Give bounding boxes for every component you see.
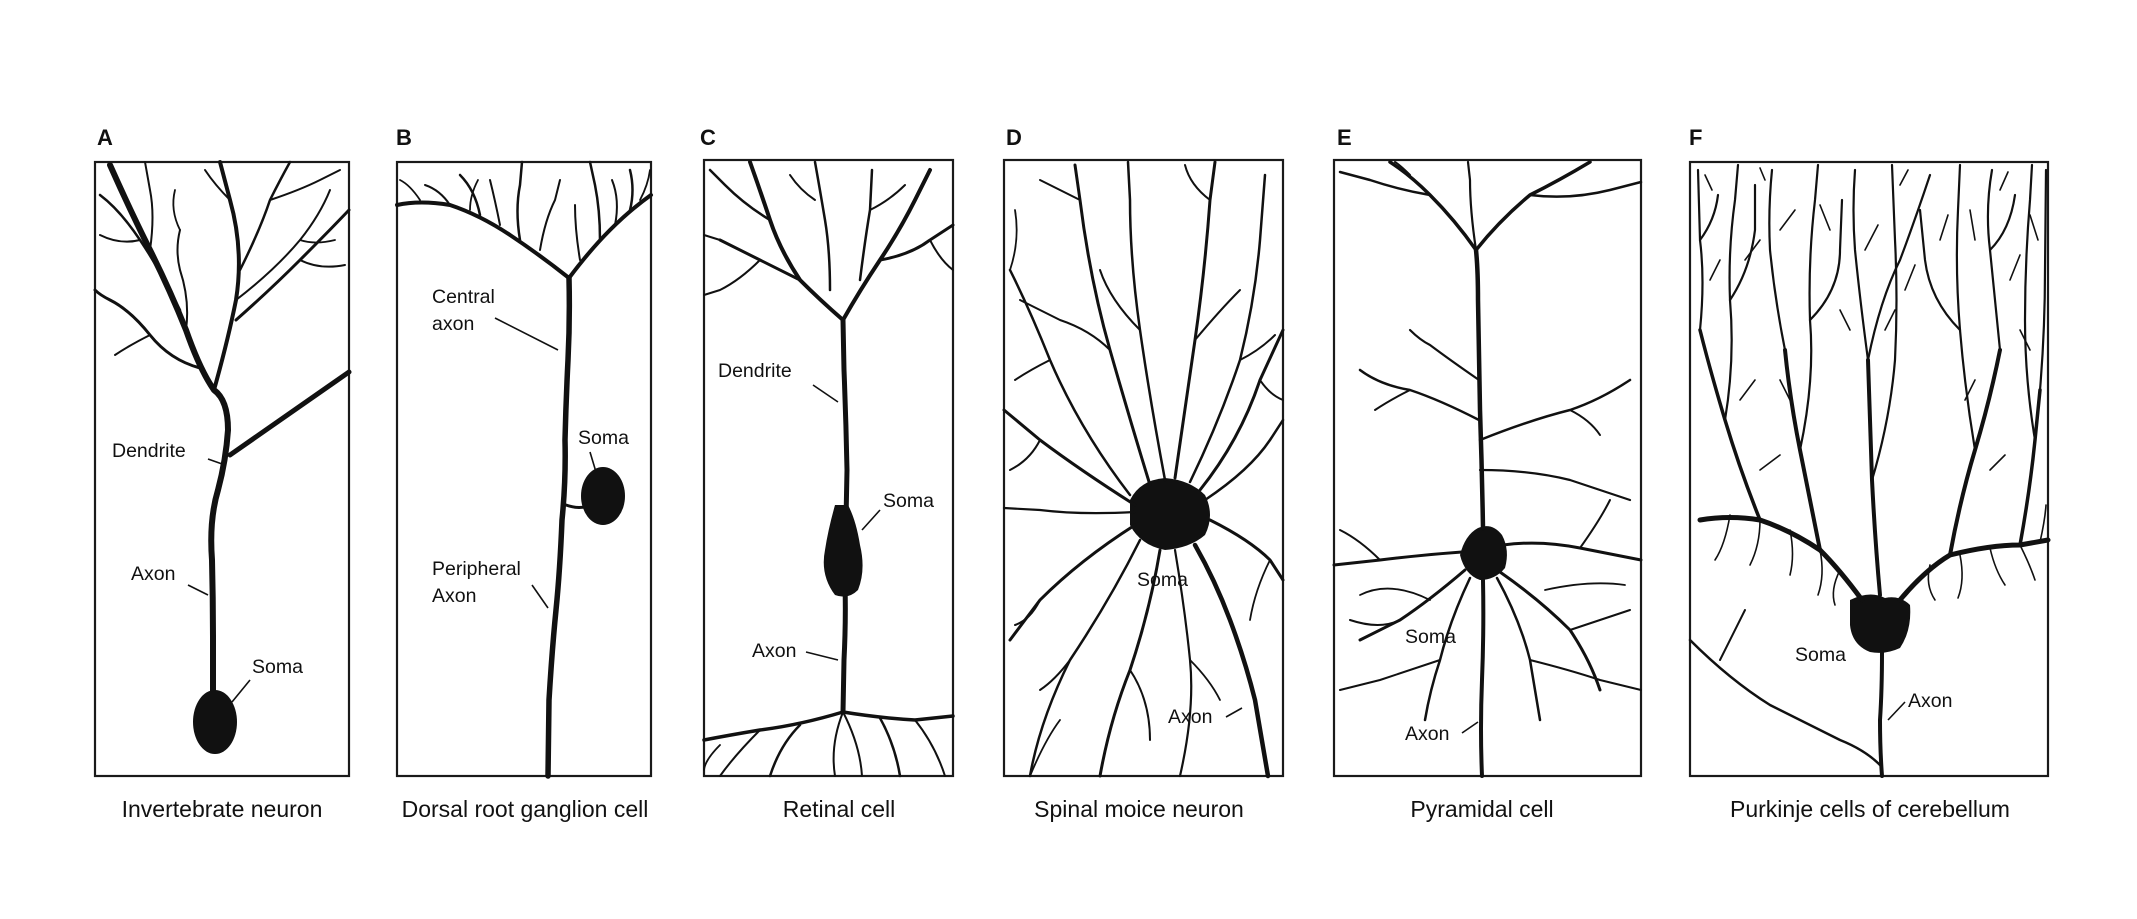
soma-shape (581, 467, 625, 525)
panel-b: B Central axon Soma Peripheral Axon (395, 125, 653, 822)
neuron-drawing (1332, 160, 1643, 778)
peripheral-axon-label-line1: Peripheral (432, 558, 521, 580)
panel-frame (395, 160, 653, 778)
soma-shape (1460, 526, 1507, 580)
axon-label: Axon (1405, 723, 1449, 745)
panel-caption: Dorsal root ganglion cell (402, 796, 649, 822)
panel-letter: C (700, 125, 716, 150)
panel-frame (1688, 160, 2050, 778)
neuron-drawing (395, 160, 653, 779)
panel-letter: D (1006, 125, 1022, 150)
soma-label: Soma (883, 490, 934, 512)
axon-label: Axon (131, 563, 175, 585)
axon-label: Axon (752, 640, 796, 662)
panel-letter: E (1337, 125, 1352, 150)
panel-letter: B (396, 125, 412, 150)
panel-d: D (1002, 125, 1285, 822)
neuron-drawing (1002, 160, 1285, 779)
central-axon-label-line1: Central (432, 286, 495, 308)
neuron-drawing (702, 160, 955, 778)
soma-label: Soma (1137, 569, 1188, 591)
peripheral-axon-label-line2: Axon (432, 585, 476, 607)
soma-shape (193, 690, 237, 754)
panel-caption: Purkinje cells of cerebellum (1730, 796, 2010, 822)
panel-caption: Spinal moice neuron (1034, 796, 1244, 822)
neuron-drawing (1688, 163, 2051, 778)
soma-label: Soma (252, 656, 303, 678)
panel-caption: Pyramidal cell (1410, 796, 1553, 822)
central-axon-label-line2: axon (432, 313, 474, 335)
dendrite-label: Dendrite (112, 440, 186, 462)
panel-caption: Retinal cell (783, 796, 896, 822)
soma-label: Soma (578, 427, 629, 449)
dendrite-label: Dendrite (718, 360, 792, 382)
panel-frame (702, 158, 955, 778)
panel-e: E (1332, 125, 1643, 822)
panel-a: A Dendrite Axon Soma (93, 125, 352, 822)
neuron-drawing (93, 160, 352, 754)
soma-shape (1850, 594, 1911, 653)
axon-label: Axon (1168, 706, 1212, 728)
panel-c: C Dendrite (700, 125, 955, 822)
soma-label: Soma (1795, 644, 1846, 666)
soma-shape (1130, 478, 1210, 550)
soma-label: Soma (1405, 626, 1456, 648)
panel-caption: Invertebrate neuron (122, 796, 323, 822)
panel-letter: A (97, 125, 113, 150)
soma-shape (823, 505, 863, 597)
panel-f: F (1688, 125, 2051, 822)
panel-letter: F (1689, 125, 1702, 150)
axon-label: Axon (1908, 690, 1952, 712)
panel-frame (1332, 158, 1643, 778)
panel-frame (1002, 158, 1285, 778)
